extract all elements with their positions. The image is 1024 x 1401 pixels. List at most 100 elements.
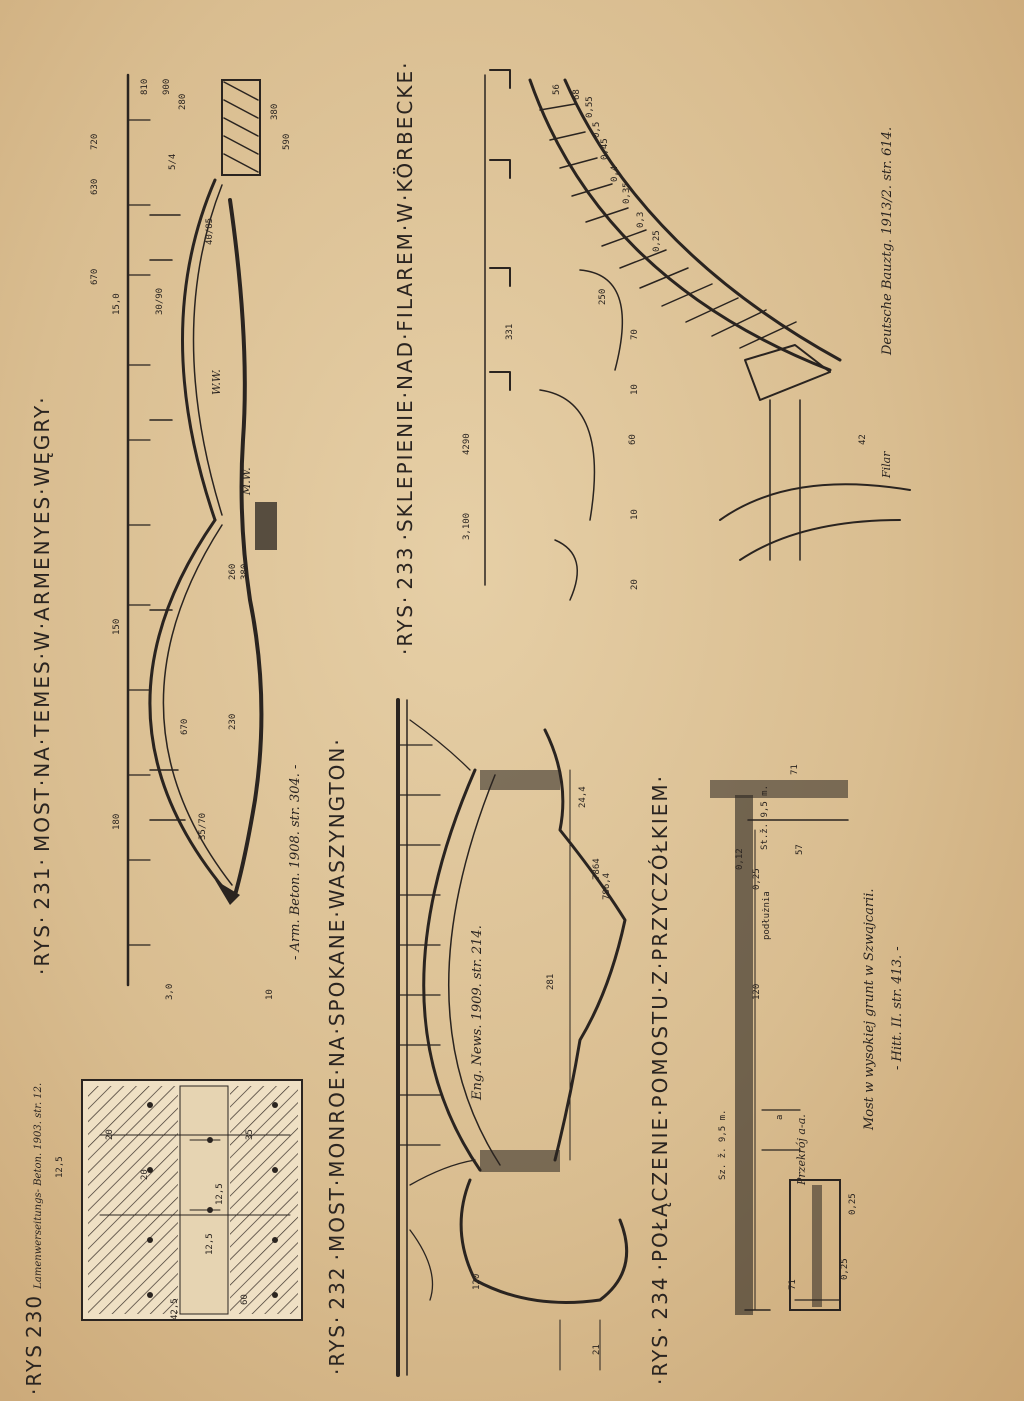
- fig233-dim-11: 0,55: [585, 96, 595, 118]
- fig233-caption-title: ·SKLEPIENIE·NAD·FILAREM·W·KÖRBECKE·: [393, 60, 417, 541]
- fig233-dim-19: 42: [858, 434, 868, 445]
- fig233-dim-0: 3,100: [462, 512, 472, 540]
- fig232-dim-1: 24,4: [578, 786, 588, 808]
- fig233-dim-4: 70: [630, 329, 640, 340]
- fig234-dim-10: 0,25: [840, 1258, 850, 1280]
- fig233-dim-13: 0,45: [600, 138, 610, 160]
- fig232-dim-5: 21: [592, 1344, 602, 1355]
- fig234-dim-3: 57: [795, 844, 805, 855]
- fig232-caption-title: ·MOST·MONROE·NA·SPOKANE·WASZYNGTON·: [325, 737, 349, 1261]
- fig232-dim-2: 786,4: [602, 872, 612, 900]
- fig230-dim-3: 60: [240, 1294, 250, 1305]
- fig234-dim-1: 0,12: [735, 848, 745, 870]
- fig231-dim-5: 630: [90, 178, 100, 195]
- fig231-dim-10: 180: [112, 813, 122, 830]
- fig234-caption-prefix: ·RYS·: [648, 1324, 672, 1385]
- fig231-dim-3: 380: [270, 103, 280, 120]
- fig234-dim-11: 71: [788, 1279, 798, 1290]
- fig231-dim-13: 30/90: [155, 287, 165, 315]
- fig231-dim-17: 380: [240, 563, 250, 580]
- fig232-dim-3: 7864: [592, 858, 602, 880]
- fig231-dim-7: 590: [282, 133, 292, 150]
- fig230-caption-prefix: ·RYS: [22, 1343, 46, 1395]
- fig230-dim-7: 12,5: [55, 1156, 65, 1178]
- fig230-caption: ·RYS 230 Lamenwerseitungs- Beton. 1903. …: [22, 1083, 46, 1395]
- fig232-dim-0: 281: [546, 973, 556, 990]
- fig231-dim-16: 260: [228, 563, 238, 580]
- fig233-dim-3: 20: [630, 579, 640, 590]
- fig233-dim-15: 0,35: [622, 182, 632, 204]
- fig231-dim-19: 230: [228, 713, 238, 730]
- fig233-caption-number: 233: [393, 545, 417, 590]
- fig233-dim-9: 56: [552, 84, 562, 95]
- fig230-dim-0: 20: [105, 1129, 115, 1140]
- fig231-caption-prefix: ·RYS·: [30, 914, 54, 975]
- fig234-dim-8: Sz. ž. 9,5 m.: [718, 1109, 728, 1180]
- fig233-dim-6: 10: [630, 384, 640, 395]
- fig231-label-mw: M.W.: [240, 467, 253, 495]
- fig233-dim-8: 60: [628, 434, 638, 445]
- fig231-dim-6: 670: [90, 268, 100, 285]
- fig231-dim-12: 40/85: [205, 217, 215, 245]
- fig233-dim-1: 4290: [462, 433, 472, 455]
- fig232-caption-number: 232: [325, 1265, 349, 1310]
- fig233-caption-prefix: ·RYS·: [393, 594, 417, 655]
- fig230-dim-2: 20: [140, 1169, 150, 1180]
- fig232-caption: ·RYS· 232 ·MOST·MONROE·NA·SPOKANE·WASZYN…: [325, 737, 349, 1375]
- fig234-note-1: Most w wysokiej grunt w Szwajcarii.: [862, 888, 877, 1130]
- fig230-caption-text: Lamenwerseitungs- Beton. 1903. str. 12.: [33, 1082, 44, 1289]
- fig231-dim-4: 720: [90, 133, 100, 150]
- fig233-dim-17: 0,25: [652, 230, 662, 252]
- fig230-caption-number: 230: [22, 1293, 46, 1339]
- fig234-dim-7: a: [775, 1114, 785, 1120]
- fig232-source: Eng. News. 1909. str. 214.: [470, 925, 485, 1100]
- fig231-dim-0: 900: [162, 78, 172, 95]
- fig234-caption: ·RYS· 234 ·POŁĄCZENIE·POMOSTU·Z·PRZYCZÓŁ…: [648, 774, 672, 1385]
- fig234-section-label: Przekrój a-a.: [795, 1114, 808, 1185]
- fig234-dim-5: 120: [752, 983, 762, 1000]
- fig231-dim-9: 150: [112, 618, 122, 635]
- fig231-dim-18: 670: [180, 718, 190, 735]
- fig232-arch-drawing: [396, 698, 629, 1377]
- fig233-dim-14: 0,4: [610, 165, 620, 182]
- fig231-caption-title: MOST·NA·TEMES·W·ARMENYES·WĘGRY·: [30, 395, 54, 853]
- fig231-dim-20: 35/70: [198, 812, 208, 840]
- fig231-dim-11: 5/4: [168, 153, 178, 170]
- fig234-caption-number: 234: [648, 1275, 672, 1320]
- fig234-dim-9: 0,25: [848, 1193, 858, 1215]
- fig230-dim-6: 12,5: [205, 1233, 215, 1255]
- fig234-connection-drawing: [710, 780, 849, 1315]
- fig234-section-aa: [789, 1179, 841, 1311]
- fig230-dim-1: 35: [245, 1129, 255, 1140]
- fig232-caption-prefix: ·RYS·: [325, 1314, 349, 1375]
- fig231-dim-8: 3,0: [165, 983, 175, 1000]
- fig230-section-drawing: [81, 1079, 303, 1321]
- fig233-dim-5: 10: [630, 509, 640, 520]
- fig233-dim-2: 331: [505, 323, 515, 340]
- fig233-caption: ·RYS· 233 ·SKLEPIENIE·NAD·FILAREM·W·KÖRB…: [393, 61, 417, 655]
- fig231-caption: ·RYS· 231· MOST·NA·TEMES·W·ARMENYES·WĘGR…: [30, 395, 54, 975]
- fig233-dim-16: 0,3: [636, 211, 646, 228]
- fig231-source: - Arm. Beton. 1908. str. 304. -: [288, 764, 303, 960]
- fig234-dim-4: St.ž. 9,5 m.: [760, 784, 770, 850]
- fig231-label-ww: W.W.: [210, 369, 223, 395]
- fig233-dim-10: 68: [572, 89, 582, 100]
- fig233-dim-12: 0,5: [592, 121, 602, 138]
- fig234-dim-6: podłużnia: [762, 891, 772, 940]
- fig230-dim-4: 42,5: [170, 1298, 180, 1320]
- fig231-dim-21: 15,0: [112, 293, 122, 315]
- fig231-dim-2: 810: [140, 78, 150, 95]
- fig233-source: Deutsche Bauztg. 1913/2. str. 614.: [880, 126, 895, 355]
- fig234-dim-0: 71: [790, 764, 800, 775]
- fig230-dim-8: 10: [265, 989, 275, 1000]
- fig230-dim-5: 12,5: [215, 1183, 225, 1205]
- fig234-dim-2: 0,25: [752, 868, 762, 890]
- fig234-note-2: - Hitt. II. str. 413. -: [890, 946, 905, 1070]
- fig234-caption-title: ·POŁĄCZENIE·POMOSTU·Z·PRZYCZÓŁKIEM·: [648, 774, 672, 1271]
- fig233-dim-7: 250: [598, 288, 608, 305]
- fig231-bridge-drawing: [126, 73, 277, 987]
- fig233-label-filar: Filar: [880, 451, 893, 479]
- fig231-caption-number: 231·: [30, 857, 54, 910]
